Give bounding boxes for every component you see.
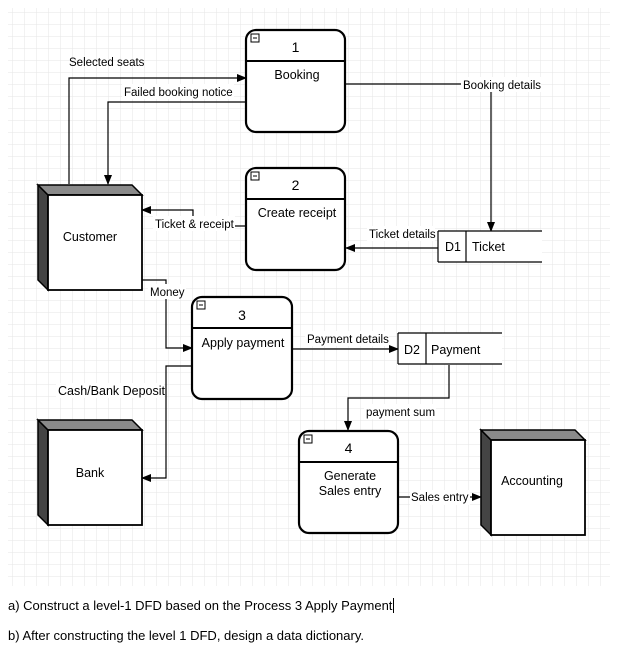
label-bg [461,77,541,92]
process-2-create-receipt: 2 Create receipt [244,166,347,272]
process-name: Apply payment [202,336,285,350]
process-number: 1 [292,39,300,55]
flow-cash-bank-deposit [141,365,192,482]
label-selected-seats: Selected seats [69,57,145,69]
flow-payment-sum [344,365,450,431]
datastore-id: D1 [445,240,461,254]
label-bg [305,331,389,346]
label-booking-details: Booking details [463,80,541,92]
label-bg [153,216,235,231]
entity-customer: Customer [36,183,144,292]
process-3-apply-payment: 3 Apply payment [190,295,294,401]
label-bg [148,284,186,299]
datastore-id: D2 [404,343,420,357]
question-b: b) After constructing the level 1 DFD, d… [8,628,364,643]
flow-money [142,279,193,352]
label-ticket-receipt: Ticket & receipt [155,219,235,231]
datastore-d2-payment: D2 Payment [397,332,502,365]
process-name: Booking [274,68,319,82]
label-sales-entry: Sales entry [411,492,469,504]
question-a: a) Construct a level-1 DFD based on the … [8,598,395,613]
label-payment-sum: payment sum [366,407,435,419]
label-ticket-details: Ticket details [369,229,436,241]
process-name-line2: Sales entry [319,484,382,498]
collapse-icon[interactable] [196,300,206,310]
process-1-booking: 1 Booking [244,28,347,134]
datastore-name: Payment [431,343,481,357]
entity-name: Bank [76,466,105,480]
datastore-name: Ticket [472,240,505,254]
entity-name: Accounting [501,474,563,488]
process-number: 3 [238,307,246,323]
collapse-icon[interactable] [303,434,313,444]
entity-accounting: Accounting [479,428,587,537]
flow-failed-booking-notice [104,101,246,185]
label-payment-details: Payment details [307,334,389,346]
collapse-icon[interactable] [250,171,260,181]
text-cursor [393,598,395,613]
collapse-icon[interactable] [250,33,260,43]
process-name: Create receipt [258,206,337,220]
question-a-text: a) Construct a level-1 DFD based on the … [8,598,393,613]
label-bg [367,226,435,241]
entity-name: Customer [63,230,117,244]
flow-selected-seats [68,74,247,184]
entity-bank: Bank [36,418,144,527]
datastore-d1-ticket: D1 Ticket [437,230,542,263]
process-number: 4 [345,440,353,456]
label-bg [410,490,470,505]
label-bg [56,383,164,398]
process-number: 2 [292,177,300,193]
process-name-line1: Generate [324,469,376,483]
label-cash-bank-deposit: Cash/Bank Deposit [58,384,166,398]
label-bg [364,404,436,419]
process-4-generate-sales-entry: 4 Generate Sales entry [297,429,400,535]
label-bg [122,84,234,99]
label-failed-booking-notice: Failed booking notice [124,87,233,99]
label-money: Money [150,287,185,299]
